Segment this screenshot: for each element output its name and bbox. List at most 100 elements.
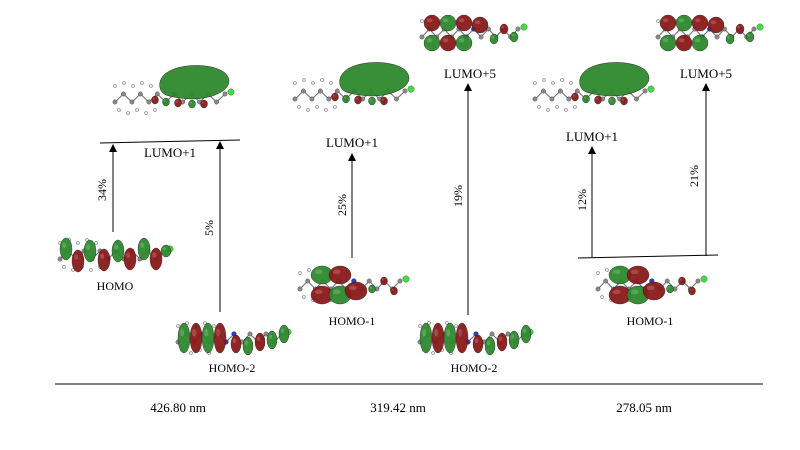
orbital-lobe-highlight bbox=[216, 329, 221, 337]
hydrogen-atom bbox=[311, 81, 315, 85]
orbital-lobe bbox=[174, 98, 182, 108]
orbital-lobe-highlight bbox=[86, 244, 91, 250]
orbital-lobe bbox=[472, 334, 484, 354]
orbital-lobe-highlight bbox=[689, 288, 693, 291]
orbital-lobe-highlight bbox=[612, 289, 621, 295]
orbital-lobe bbox=[419, 322, 433, 354]
carbon-atom bbox=[309, 96, 315, 102]
orbital-lobe bbox=[675, 34, 693, 52]
orbital-lobe bbox=[59, 237, 73, 261]
hydrogen-atom bbox=[302, 295, 306, 299]
chlorine-atom bbox=[647, 85, 655, 93]
hydrogen-atom bbox=[62, 265, 66, 269]
orbital-lobe-highlight bbox=[204, 329, 209, 337]
orbital-label-homo-1: HOMO-1 bbox=[627, 314, 674, 328]
orbital-lobe-highlight bbox=[621, 98, 625, 101]
orbital-lobe bbox=[642, 281, 666, 301]
orbital-lobe bbox=[678, 276, 686, 286]
orbital-lobe bbox=[496, 332, 508, 352]
orbital-lobe bbox=[339, 62, 410, 97]
orbital-lumo1-p1 bbox=[112, 65, 235, 115]
orbital-lobe-highlight bbox=[442, 18, 449, 23]
carbon-atom bbox=[317, 88, 323, 94]
orbital-lobe bbox=[188, 99, 196, 109]
orbital-lobe-highlight bbox=[678, 38, 685, 43]
orbital-lobe bbox=[213, 322, 227, 354]
orbital-lobe-highlight bbox=[612, 269, 621, 275]
orbital-label-lumo-5: LUMO+5 bbox=[680, 66, 732, 81]
orbital-lobe-highlight bbox=[369, 286, 373, 289]
hydrogen-atom bbox=[569, 81, 573, 85]
carbon-atom bbox=[557, 88, 563, 94]
carbon-atom bbox=[154, 91, 160, 97]
hydrogen-atom bbox=[418, 324, 422, 328]
hydrogen-atom bbox=[324, 108, 328, 112]
hydrogen-atom bbox=[298, 271, 302, 275]
level-line-lumo1-p1 bbox=[99, 139, 241, 144]
carbon-atom bbox=[247, 331, 253, 337]
orbital-lobe-highlight bbox=[434, 329, 439, 337]
level-line-homo1-p3 bbox=[577, 254, 719, 259]
carbon-atom bbox=[489, 331, 495, 337]
carbon-atom bbox=[137, 91, 143, 97]
wavelength-label: 278.05 nm bbox=[616, 400, 672, 415]
carbon-atom bbox=[305, 278, 311, 284]
orbital-lobe-highlight bbox=[152, 97, 156, 100]
orbital-lobe-highlight bbox=[114, 244, 119, 250]
orbital-lobe-highlight bbox=[678, 18, 685, 23]
orbital-lobe bbox=[659, 34, 677, 52]
hydrogen-atom bbox=[307, 268, 311, 272]
hydrogen-atom bbox=[131, 84, 135, 88]
carbon-atom bbox=[214, 99, 219, 105]
orbital-lobe bbox=[159, 65, 230, 100]
orbital-lobe bbox=[368, 284, 376, 294]
orbital-lobe-highlight bbox=[727, 36, 731, 39]
carbon-atom bbox=[121, 91, 126, 97]
orbital-lobe bbox=[508, 330, 520, 350]
orbital-lobe bbox=[659, 14, 677, 32]
orbital-label-lumo-1: LUMO+1 bbox=[326, 135, 378, 150]
carbon-atom bbox=[714, 34, 720, 40]
orbital-lobe-highlight bbox=[348, 285, 357, 291]
orbital-lobe bbox=[380, 96, 388, 106]
orbital-lobe bbox=[691, 14, 709, 32]
orbital-lobe-highlight bbox=[381, 278, 385, 281]
orbital-lobe-highlight bbox=[126, 252, 131, 258]
orbital-label-lumo-1: LUMO+1 bbox=[566, 129, 618, 144]
hydrogen-atom bbox=[189, 351, 193, 355]
orbital-lobe-highlight bbox=[522, 328, 527, 334]
hydrogen-atom bbox=[431, 351, 435, 355]
orbital-lobe bbox=[331, 92, 339, 102]
orbital-lobe-highlight bbox=[646, 285, 655, 291]
carbon-atom bbox=[541, 88, 546, 94]
orbital-homo-p1 bbox=[57, 237, 174, 273]
hydrogen-atom bbox=[135, 108, 139, 112]
orbital-lobe-highlight bbox=[422, 329, 427, 337]
orbital-lobe-highlight bbox=[662, 38, 669, 43]
carbon-atom bbox=[334, 88, 340, 94]
orbital-lobe bbox=[675, 14, 693, 32]
orbital-lobe-highlight bbox=[256, 336, 261, 342]
orbital-lobe bbox=[200, 99, 208, 109]
orbital-lobe bbox=[380, 276, 388, 286]
orbital-lobe-highlight bbox=[391, 288, 395, 291]
hydrogen-atom bbox=[153, 108, 157, 112]
orbital-lobe bbox=[230, 334, 242, 354]
orbital-lobe-highlight bbox=[314, 269, 323, 275]
orbital-lobe bbox=[499, 23, 509, 35]
orbital-lobe-highlight bbox=[232, 338, 237, 344]
orbital-lobe-highlight bbox=[446, 329, 451, 337]
hydrogen-atom bbox=[333, 105, 337, 109]
orbital-lobe bbox=[455, 322, 469, 354]
carbon-atom bbox=[595, 286, 601, 292]
transition-percent: 21% bbox=[687, 165, 701, 187]
orbital-lobe bbox=[579, 62, 650, 97]
orbital-lobe bbox=[423, 14, 441, 32]
carbon-atom bbox=[751, 26, 757, 32]
orbital-lobe bbox=[242, 336, 254, 356]
hydrogen-atom bbox=[315, 105, 319, 109]
carbon-atom bbox=[129, 99, 135, 105]
wavelength-label: 319.42 nm bbox=[370, 400, 426, 415]
orbital-homo1-p2 bbox=[297, 265, 410, 305]
hydrogen-atom bbox=[596, 271, 600, 275]
